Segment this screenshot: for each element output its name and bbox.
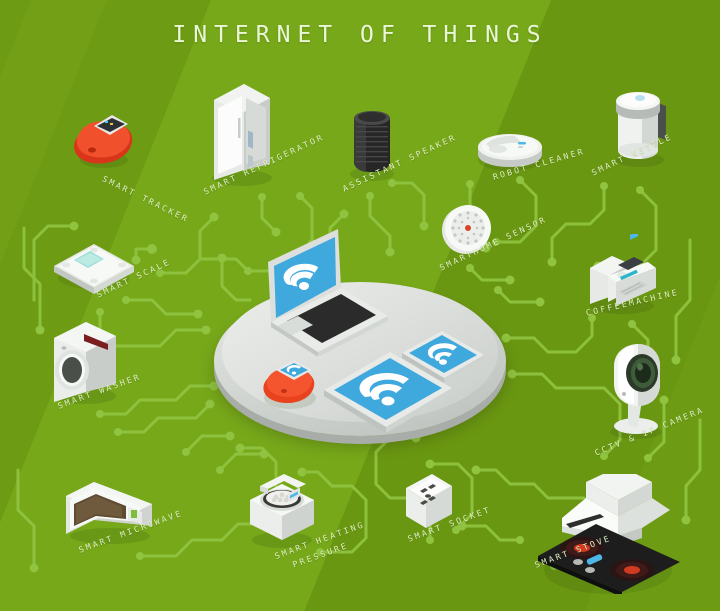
washing-machine[interactable] [44,308,128,408]
ip-camera[interactable] [598,338,674,444]
microwave[interactable] [56,474,164,546]
fitness-band[interactable] [68,110,140,172]
smartwatch[interactable] [254,342,334,414]
speaker[interactable] [344,98,400,184]
refrigerator[interactable] [202,78,278,188]
laptop[interactable] [243,226,393,356]
bathroom-scale[interactable] [48,234,140,296]
tablet[interactable] [318,342,458,442]
coffee-machine[interactable] [578,234,666,318]
robot-vacuum[interactable] [470,118,550,174]
smartphone[interactable] [398,315,488,395]
kettle[interactable] [606,74,678,170]
rice-cooker[interactable] [236,466,328,550]
page-title: INTERNET OF THINGS [172,22,548,48]
induction-stove[interactable] [524,474,694,594]
wall-socket[interactable] [398,470,460,536]
smoke-detector[interactable] [436,196,498,258]
